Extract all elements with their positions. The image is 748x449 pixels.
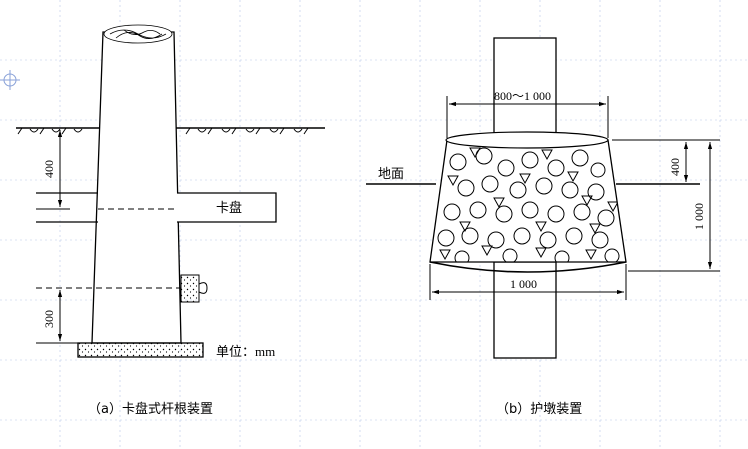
pebble-fill <box>437 147 620 262</box>
chuck-label: 卡盘 <box>216 200 242 215</box>
pole-top-grain <box>103 24 173 44</box>
caption-b: （b）护墩装置 <box>496 402 582 417</box>
dim-label-top-width: 800～1 000 <box>494 89 551 103</box>
caption-a: （a）卡盘式杆根装置 <box>88 401 213 417</box>
ground-hatch <box>17 127 309 135</box>
dim-label-400: 400 <box>42 160 56 178</box>
pier-body <box>429 139 627 263</box>
pole-root-diagram <box>16 24 325 358</box>
ground-label: 地面 <box>378 166 404 181</box>
pier-bottom-edge <box>429 261 627 273</box>
dimension-300 <box>36 290 80 344</box>
pier-top-ellipse <box>445 131 609 149</box>
chuck-board <box>36 192 277 223</box>
dimension-top-width <box>446 96 609 138</box>
pole-upper <box>493 37 557 141</box>
pole <box>91 31 182 344</box>
pole-lower <box>493 261 557 359</box>
bolt <box>36 274 208 303</box>
pier-diagram <box>366 37 720 359</box>
dimension-400 <box>36 130 70 210</box>
dim-label-300: 300 <box>42 310 56 328</box>
dimension-height <box>612 139 720 272</box>
dimension-bottom-width <box>429 264 627 300</box>
dim-label-above-ground: 400 <box>668 158 682 176</box>
dim-label-height: 1 000 <box>692 203 706 230</box>
unit-label: 单位：mm <box>216 344 275 359</box>
dim-label-bottom-width: 1 000 <box>510 277 537 291</box>
base-slab <box>77 342 204 358</box>
crosshair-icon <box>0 70 20 90</box>
